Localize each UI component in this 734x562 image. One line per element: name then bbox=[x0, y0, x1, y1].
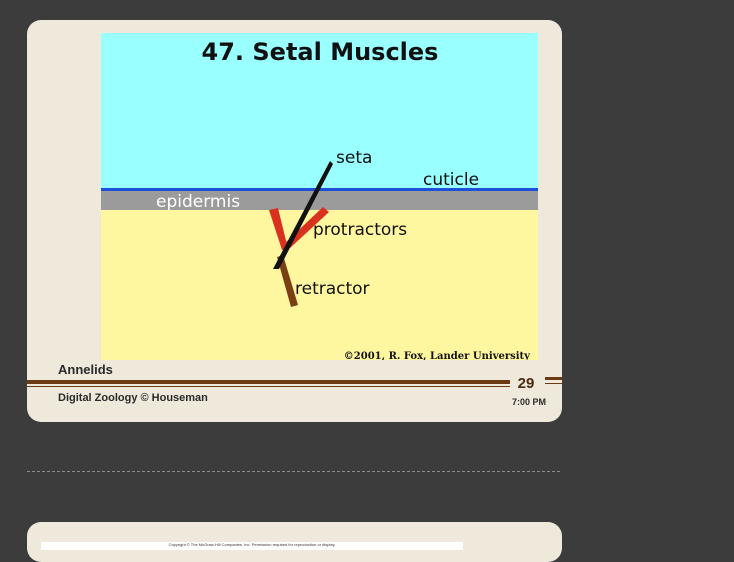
label-seta: seta bbox=[336, 148, 372, 168]
footer-rule-thin bbox=[27, 386, 510, 387]
label-cuticle: cuticle bbox=[423, 170, 479, 190]
slide-card: 47. Setal Muscles seta cuticle epidermis… bbox=[27, 20, 562, 422]
figure-credit: ©2001, R. Fox, Lander University bbox=[344, 351, 531, 360]
label-protractors: protractors bbox=[313, 220, 407, 240]
footer-credit: Digital Zoology © Houseman bbox=[58, 392, 208, 404]
footer-rule-main bbox=[27, 380, 510, 384]
protractor-muscle-left bbox=[269, 208, 288, 250]
label-epidermis: epidermis bbox=[156, 192, 240, 212]
page-number: 29 bbox=[517, 375, 535, 392]
section-label: Annelids bbox=[58, 362, 113, 377]
retractor-muscle bbox=[277, 255, 298, 307]
next-slide-copyright: Copyright © The McGraw-Hill Companies, I… bbox=[168, 542, 336, 547]
footer-rule-right bbox=[545, 377, 562, 380]
label-retractor: retractor bbox=[295, 279, 370, 299]
protractor-muscle-right bbox=[285, 207, 329, 248]
next-slide-figure: Copyright © The McGraw-Hill Companies, I… bbox=[41, 542, 463, 550]
water-background bbox=[101, 33, 538, 190]
seta-bristle bbox=[273, 161, 333, 269]
next-slide-card: Copyright © The McGraw-Hill Companies, I… bbox=[27, 522, 562, 562]
body-tissue bbox=[101, 210, 538, 360]
figure-title: 47. Setal Muscles bbox=[202, 38, 439, 66]
slide-divider bbox=[27, 471, 560, 472]
footer-rule-right-thin bbox=[545, 383, 562, 384]
setal-muscles-figure: 47. Setal Muscles seta cuticle epidermis… bbox=[101, 33, 538, 360]
slide-time: 7:00 PM bbox=[511, 397, 546, 407]
epidermis-band bbox=[101, 190, 538, 210]
